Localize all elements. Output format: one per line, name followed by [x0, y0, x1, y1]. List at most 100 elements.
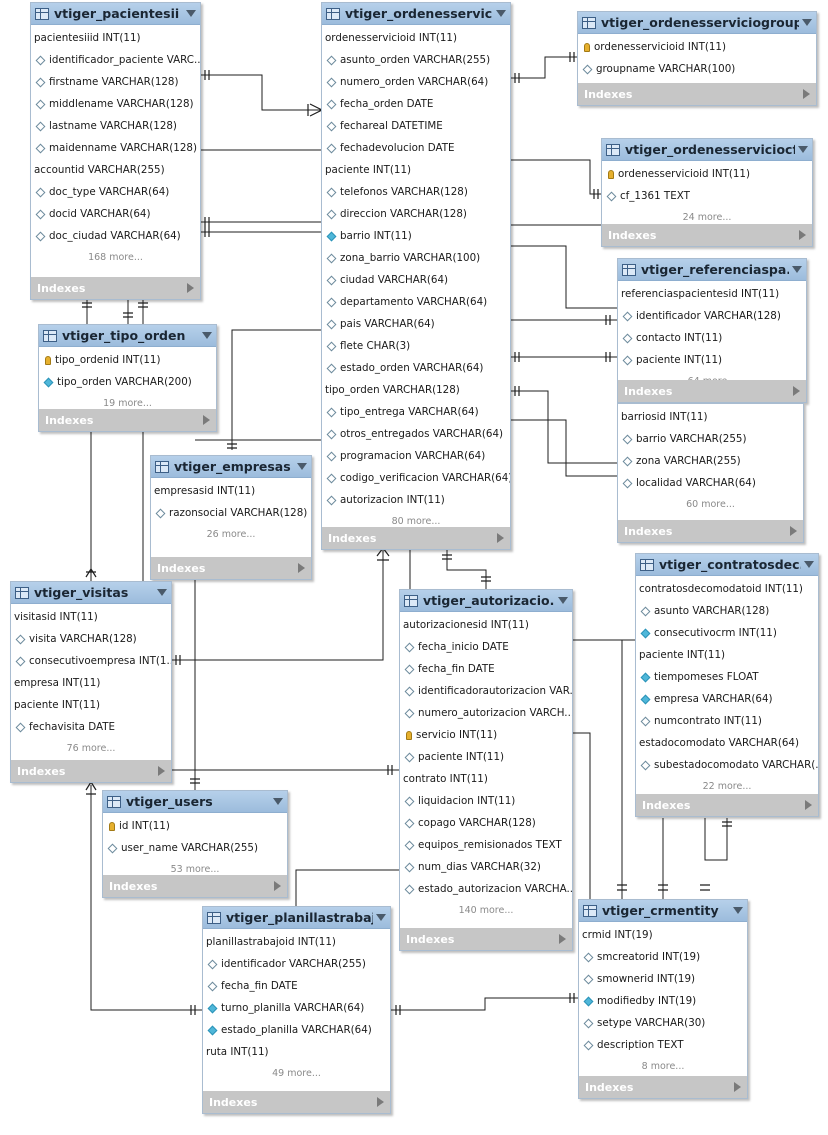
column-row[interactable]: subestadocomodato VARCHAR(...	[636, 754, 818, 776]
table-header[interactable]: vtiger_users	[103, 791, 287, 813]
column-row[interactable]: tiempomeses FLOAT	[636, 666, 818, 688]
table-header[interactable]: vtiger_ordenesservicio	[322, 3, 510, 25]
column-row[interactable]: pacientesiiid INT(11)	[31, 27, 200, 49]
column-row[interactable]: numcontrato INT(11)	[636, 710, 818, 732]
column-row[interactable]: contacto INT(11)	[618, 327, 806, 349]
column-row[interactable]: estadocomodato VARCHAR(64)	[636, 732, 818, 754]
column-row[interactable]: programacion VARCHAR(64)	[322, 445, 510, 467]
collapse-arrow-icon[interactable]	[798, 146, 808, 153]
column-row[interactable]: ordenesservicioid INT(11)	[322, 27, 510, 49]
more-columns-label[interactable]: 53 more...	[170, 864, 220, 875]
indexes-section[interactable]: Indexes	[103, 875, 287, 897]
column-row[interactable]: fecha_fin DATE	[203, 975, 390, 997]
column-row[interactable]: smcreatorid INT(19)	[579, 946, 747, 968]
column-row[interactable]: localidad VARCHAR(64)	[618, 472, 803, 494]
collapse-arrow-icon[interactable]	[792, 266, 802, 273]
column-row[interactable]: ordenesservicioid INT(11)	[602, 163, 812, 185]
column-row[interactable]: doc_type VARCHAR(64)	[31, 181, 200, 203]
indexes-section[interactable]: Indexes	[39, 409, 216, 431]
column-row[interactable]: num_dias VARCHAR(32)	[400, 856, 572, 878]
column-row[interactable]: groupname VARCHAR(100)	[578, 58, 816, 80]
expand-arrow-icon[interactable]	[158, 766, 165, 776]
indexes-section[interactable]: Indexes	[31, 277, 200, 299]
column-row[interactable]: contrato INT(11)	[400, 768, 572, 790]
collapse-arrow-icon[interactable]	[804, 561, 814, 568]
column-row[interactable]: asunto VARCHAR(128)	[636, 600, 818, 622]
collapse-arrow-icon[interactable]	[496, 10, 506, 17]
table-contratos[interactable]: vtiger_contratosdec...contratosdecomodat…	[635, 553, 819, 817]
column-row[interactable]: barrio VARCHAR(255)	[618, 428, 803, 450]
column-row[interactable]: visitasid INT(11)	[11, 606, 171, 628]
column-row[interactable]: middlename VARCHAR(128)	[31, 93, 200, 115]
more-columns-label[interactable]: 8 more...	[641, 1061, 685, 1072]
indexes-section[interactable]: Indexes	[636, 794, 818, 816]
column-row[interactable]: accountid VARCHAR(255)	[31, 159, 200, 181]
column-row[interactable]: planillastrabajoid INT(11)	[203, 931, 390, 953]
indexes-section[interactable]: Indexes	[618, 380, 806, 402]
column-row[interactable]: visita VARCHAR(128)	[11, 628, 171, 650]
column-row[interactable]: pais VARCHAR(64)	[322, 313, 510, 335]
column-row[interactable]: firstname VARCHAR(128)	[31, 71, 200, 93]
indexes-section[interactable]: Indexes	[618, 520, 803, 542]
more-columns-label[interactable]: 22 more...	[702, 781, 752, 792]
column-row[interactable]: tipo_ordenid INT(11)	[39, 349, 216, 371]
expand-arrow-icon[interactable]	[790, 526, 797, 536]
table-header[interactable]: vtiger_visitas	[11, 582, 171, 604]
more-columns-label[interactable]: 80 more...	[391, 516, 441, 527]
collapse-arrow-icon[interactable]	[202, 332, 212, 339]
expand-arrow-icon[interactable]	[298, 563, 305, 573]
column-row[interactable]: razonsocial VARCHAR(128)	[151, 502, 311, 524]
column-row[interactable]: copago VARCHAR(128)	[400, 812, 572, 834]
column-row[interactable]: smownerid INT(19)	[579, 968, 747, 990]
column-row[interactable]: autorizacionesid INT(11)	[400, 614, 572, 636]
more-columns-label[interactable]: 168 more...	[88, 252, 143, 263]
expand-arrow-icon[interactable]	[497, 533, 504, 543]
column-row[interactable]: turno_planilla VARCHAR(64)	[203, 997, 390, 1019]
column-row[interactable]: setype VARCHAR(30)	[579, 1012, 747, 1034]
indexes-section[interactable]: Indexes	[322, 527, 510, 549]
column-row[interactable]: description TEXT	[579, 1034, 747, 1056]
table-header[interactable]: vtiger_pacientesii	[31, 3, 200, 25]
column-row[interactable]: empresa VARCHAR(64)	[636, 688, 818, 710]
column-row[interactable]: fechadevolucion DATE	[322, 137, 510, 159]
column-row[interactable]: tipo_orden VARCHAR(200)	[39, 371, 216, 393]
more-columns-label[interactable]: 76 more...	[66, 743, 116, 754]
column-row[interactable]: estado_autorizacion VARCHA...	[400, 878, 572, 900]
collapse-arrow-icon[interactable]	[157, 589, 167, 596]
indexes-section[interactable]: Indexes	[203, 1091, 390, 1113]
column-row[interactable]: paciente INT(11)	[11, 694, 171, 716]
table-grouprel[interactable]: vtiger_ordenesserviciogrouprelordenesser…	[577, 11, 817, 106]
expand-arrow-icon[interactable]	[803, 89, 810, 99]
column-row[interactable]: autorizacion INT(11)	[322, 489, 510, 511]
column-row[interactable]: paciente INT(11)	[636, 644, 818, 666]
column-row[interactable]: modifiedby INT(19)	[579, 990, 747, 1012]
table-header[interactable]: vtiger_crmentity	[579, 900, 747, 922]
collapse-arrow-icon[interactable]	[558, 597, 568, 604]
column-row[interactable]: barriosid INT(11)	[618, 406, 803, 428]
column-row[interactable]: zona_barrio VARCHAR(100)	[322, 247, 510, 269]
table-autorizaciones[interactable]: vtiger_autorizacio...autorizacionesid IN…	[399, 589, 573, 951]
column-row[interactable]: estado_planilla VARCHAR(64)	[203, 1019, 390, 1041]
column-row[interactable]: numero_orden VARCHAR(64)	[322, 71, 510, 93]
more-columns-label[interactable]: 26 more...	[206, 529, 256, 540]
table-barrios[interactable]: barriosid INT(11)barrio VARCHAR(255)zona…	[617, 403, 804, 543]
column-row[interactable]: referenciaspacientesid INT(11)	[618, 283, 806, 305]
column-row[interactable]: codigo_verificacion VARCHAR(64)	[322, 467, 510, 489]
expand-arrow-icon[interactable]	[559, 934, 566, 944]
more-columns-label[interactable]: 49 more...	[272, 1068, 321, 1079]
table-header[interactable]: vtiger_contratosdec...	[636, 554, 818, 576]
table-header[interactable]: vtiger_referenciaspa...	[618, 259, 806, 281]
column-row[interactable]: lastname VARCHAR(128)	[31, 115, 200, 137]
collapse-arrow-icon[interactable]	[273, 798, 283, 805]
indexes-section[interactable]: Indexes	[400, 928, 572, 950]
collapse-arrow-icon[interactable]	[297, 463, 307, 470]
column-row[interactable]: consecutivocrm INT(11)	[636, 622, 818, 644]
column-row[interactable]: liquidacion INT(11)	[400, 790, 572, 812]
column-row[interactable]: docid VARCHAR(64)	[31, 203, 200, 225]
column-row[interactable]: asunto_orden VARCHAR(255)	[322, 49, 510, 71]
